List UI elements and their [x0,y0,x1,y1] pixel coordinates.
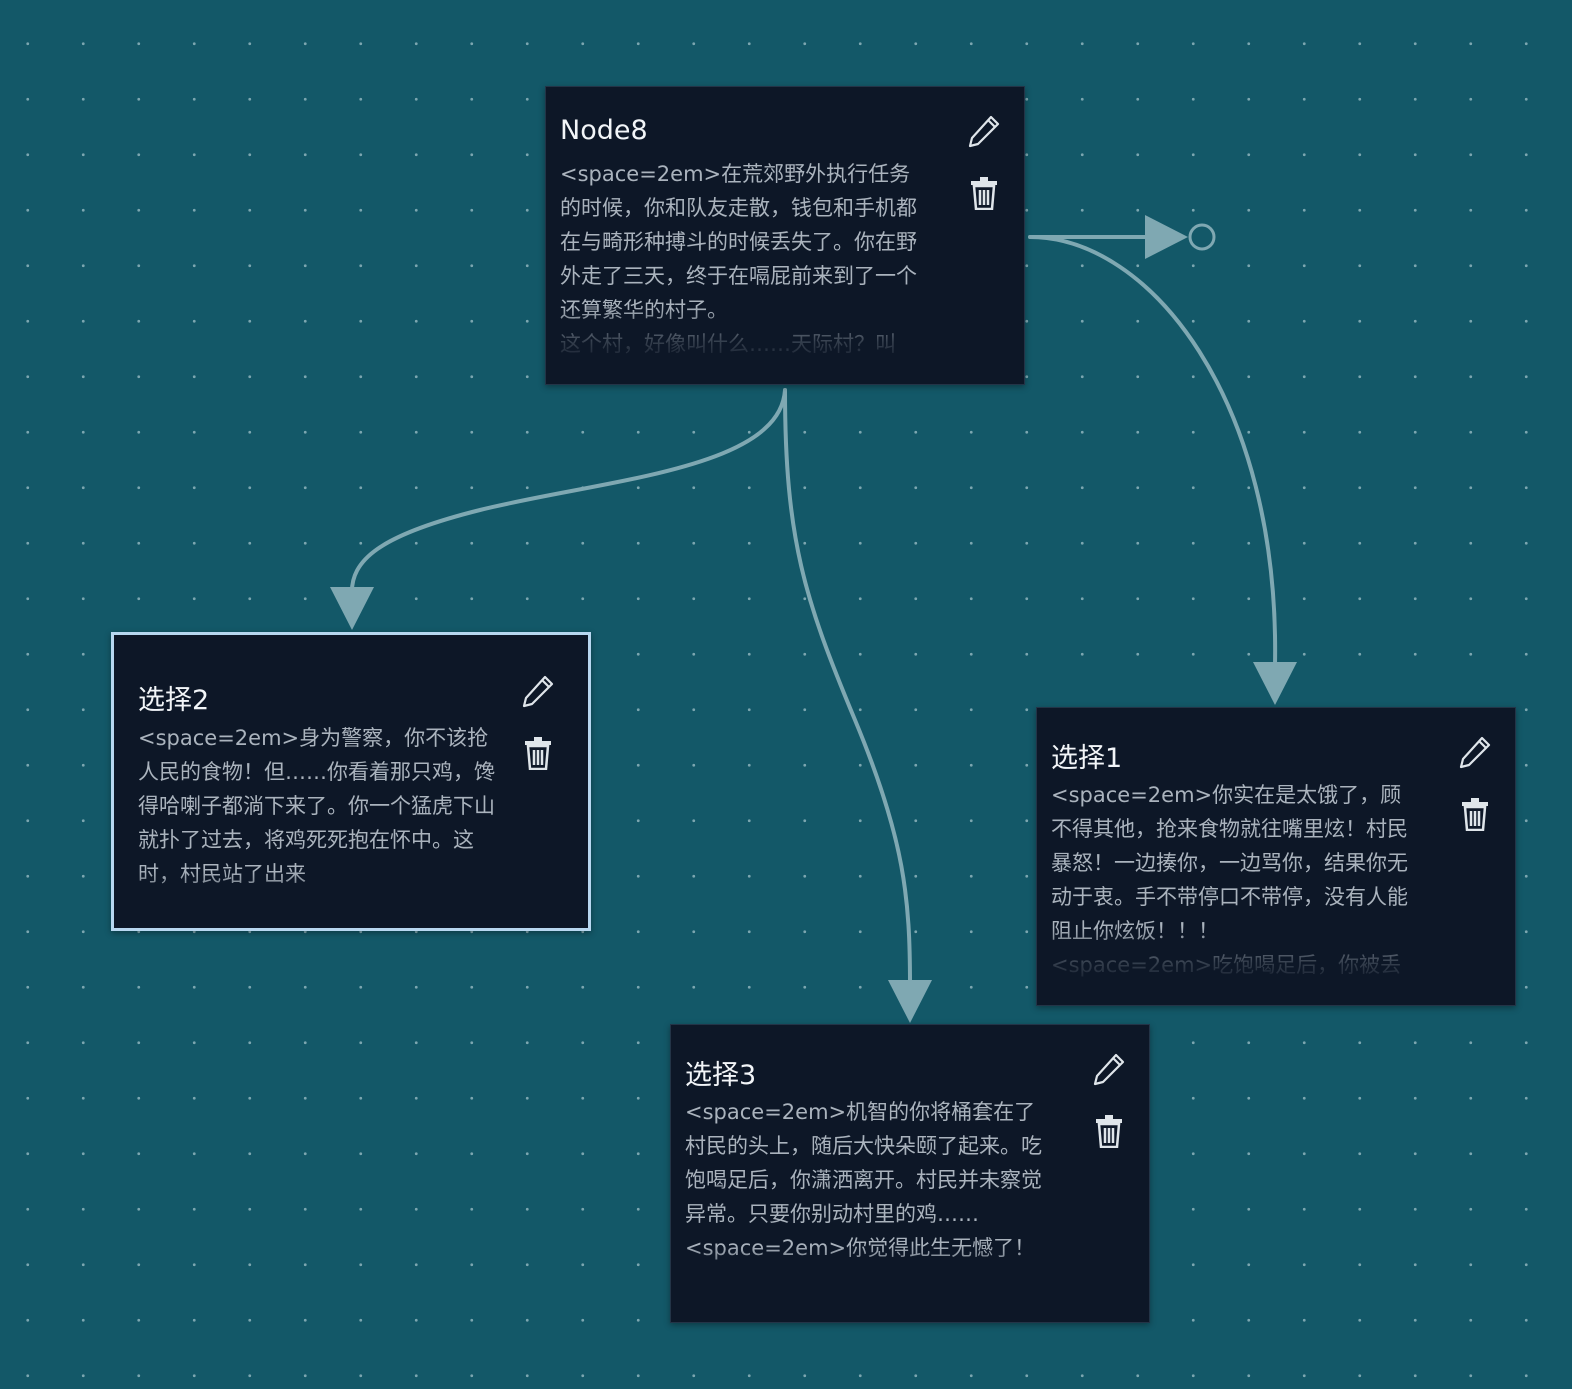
node-body-text: <space=2em>在荒郊野外执行任务的时候，你和队友走散，钱包和手机都在与畸… [560,162,917,356]
trash-icon [971,177,997,210]
delete-button[interactable] [518,733,558,773]
node-card-choice3[interactable]: 选择3 <space=2em>机智的你将桶套在了村民的头上，随后大快朵颐了起来。… [670,1024,1150,1323]
pencil-icon [968,115,1000,148]
delete-button[interactable] [964,173,1004,213]
node-title: 选择2 [138,685,210,716]
edit-button[interactable] [518,671,558,711]
edge-node8-to-choice1[interactable] [1028,235,1278,667]
edge-node8-to-choice2[interactable] [349,388,787,597]
arrowhead-pending [1145,215,1188,259]
trash-icon [1462,798,1488,831]
edit-button[interactable] [964,111,1004,151]
delete-button[interactable] [1089,1111,1129,1151]
open-circle-handle-icon[interactable] [1188,223,1216,251]
pencil-icon [1459,736,1491,769]
node-body-text: <space=2em>身为警察，你不该抢人民的食物！但……你看着那只鸡，馋得哈喇… [138,726,495,886]
node-card-node8[interactable]: Node8 <space=2em>在荒郊野外执行任务的时候，你和队友走散，钱包和… [545,86,1025,385]
node-title: 选择3 [685,1060,757,1091]
edit-button[interactable] [1089,1049,1129,1089]
arrowhead-choice1 [1253,662,1297,705]
delete-button[interactable] [1455,794,1495,834]
node-body-text: <space=2em>机智的你将桶套在了村民的头上，随后大快朵颐了起来。吃饱喝足… [685,1100,1042,1260]
edit-button[interactable] [1455,732,1495,772]
arrowhead-choice2 [330,587,374,630]
node-title: 选择1 [1051,743,1123,774]
node-card-choice1[interactable]: 选择1 <space=2em>你实在是太饿了，顾不得其他，抢来食物就往嘴里炫！村… [1036,707,1516,1006]
trash-icon [525,737,551,770]
node-card-choice2[interactable]: 选择2 <space=2em>身为警察，你不该抢人民的食物！但……你看着那只鸡，… [111,632,591,931]
trash-icon [1096,1115,1122,1148]
arrowhead-choice3 [888,980,932,1023]
edge-node8-to-choice3[interactable] [783,388,912,987]
pencil-icon [522,675,554,708]
node-body-text: <space=2em>你实在是太饿了，顾不得其他，抢来食物就往嘴里炫！村民暴怒！… [1051,783,1408,977]
pencil-icon [1093,1053,1125,1086]
node-title: Node8 [560,115,648,146]
